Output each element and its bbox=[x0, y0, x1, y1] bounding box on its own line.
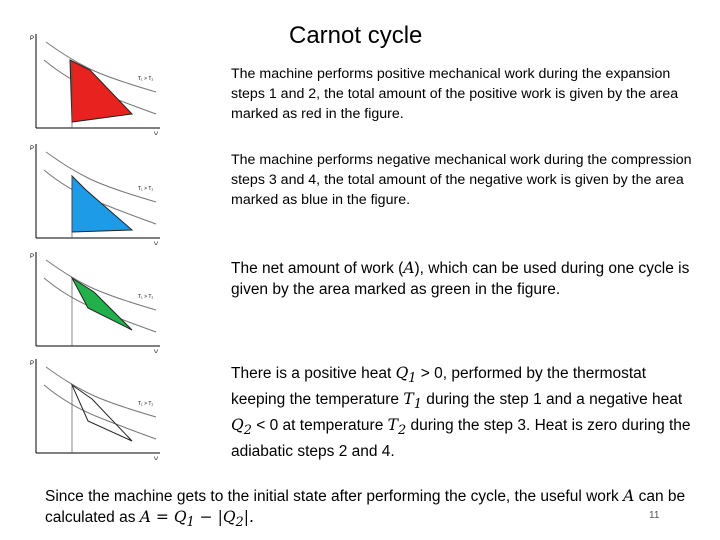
axis-v-label: V bbox=[154, 457, 158, 460]
pv-diagram-red: P V T₁ > T₂ bbox=[30, 34, 160, 135]
cycle-outline bbox=[70, 383, 133, 442]
slide-title: Carnot cycle bbox=[289, 22, 423, 49]
paragraph-positive-work: The machine performs positive mechanical… bbox=[231, 66, 679, 122]
axis-p-label: P bbox=[30, 361, 34, 367]
paragraph-net-work: The net amount of work (A), which can be… bbox=[231, 259, 690, 298]
temperature-label: T₁ > T₂ bbox=[138, 401, 153, 407]
axis-p-label: P bbox=[30, 36, 34, 42]
temperature-label: T₁ > T₂ bbox=[138, 76, 153, 82]
pv-diagram-blue: P V T₁ > T₂ bbox=[30, 144, 160, 245]
paragraph-negative-work: The machine performs negative mechanical… bbox=[231, 152, 692, 208]
axis-p-label: P bbox=[30, 146, 34, 152]
red-area bbox=[69, 59, 134, 123]
paragraph-useful-work: Since the machine gets to the initial st… bbox=[45, 487, 686, 531]
temperature-label: T₁ > T₂ bbox=[138, 186, 153, 192]
axis-v-label: V bbox=[154, 350, 158, 353]
axis-v-label: V bbox=[154, 242, 158, 245]
axis-p-label: P bbox=[30, 254, 34, 260]
pv-diagram-green: P V T₁ > T₂ bbox=[30, 252, 160, 353]
temperature-label: T₁ > T₂ bbox=[138, 294, 153, 300]
axis-v-label: V bbox=[154, 132, 158, 135]
paragraph-heat: There is a positive heat Q1 > 0, perform… bbox=[231, 364, 691, 461]
green-area bbox=[70, 276, 133, 331]
pv-diagram-plain: P V T₁ > T₂ bbox=[30, 359, 160, 460]
page-number: 11 bbox=[649, 510, 660, 521]
